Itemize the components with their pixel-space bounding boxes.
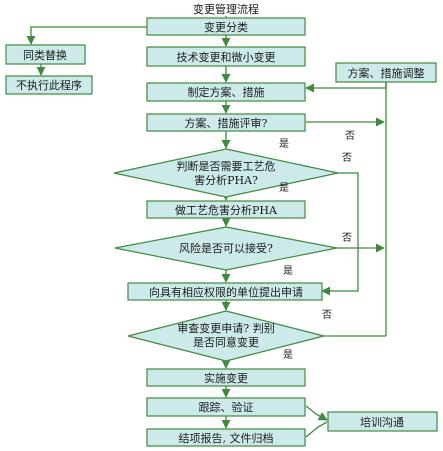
node-implement-label: 实施变更 (204, 371, 248, 385)
node-track-verify-label: 跟踪、验证 (199, 400, 254, 414)
node-change-category-label: 变更分类 (204, 20, 248, 34)
node-training-label: 培训沟通 (360, 415, 404, 429)
node-implement: 实施变更 (146, 368, 306, 387)
node-pha-needed-label-2: 害分析PHA? (194, 173, 258, 187)
node-do-pha-label: 做工艺危害分析PHA (175, 203, 278, 217)
node-plan-review: 方案、措施评审? (146, 113, 306, 132)
node-risk-accept-label: 风险是否可以接受? (179, 241, 273, 255)
edge-label-pha-yes: 是 (279, 182, 289, 194)
edge-label-review-no: 否 (345, 130, 355, 142)
node-plan-measures: 制定方案、措施 (146, 82, 306, 102)
edge-label-pha-no: 否 (342, 152, 352, 164)
node-plan-adjust-label: 方案、措施调整 (348, 66, 425, 80)
node-tech-change-label: 技术变更和微小变更 (177, 50, 276, 64)
connector-track-to-training (305, 405, 328, 421)
node-apply-authority-label: 向具有相应权限的单位提出申请 (149, 285, 303, 299)
node-skip-procedure: 不执行此程序 (5, 75, 93, 95)
node-skip-procedure-label: 不执行此程序 (16, 78, 82, 92)
node-same-kind-label: 同类替换 (23, 48, 67, 62)
node-plan-measures-label: 制定方案、措施 (188, 85, 265, 99)
node-change-category: 变更分类 (146, 17, 306, 36)
node-review-apply-label-2: 是否同意变更 (193, 335, 259, 349)
edge-label-apply-yes: 是 (283, 349, 293, 361)
node-tech-change: 技术变更和微小变更 (146, 46, 306, 67)
connector-category-to-same-kind (26, 26, 147, 45)
node-pha-needed-decision: 判断是否需要工艺危 害分析PHA? (113, 148, 339, 198)
node-plan-review-label: 方案、措施评审? (185, 116, 268, 130)
edge-label-review-yes: 是 (279, 138, 289, 150)
node-report-archive: 结项报告, 文件归档 (146, 428, 306, 447)
chart-title: 变更管理流程 (193, 2, 259, 16)
node-risk-accept-decision: 风险是否可以接受? (114, 226, 338, 271)
edge-label-apply-no: 否 (322, 309, 332, 321)
connector-report-to-training (305, 421, 328, 438)
node-report-archive-label: 结项报告, 文件归档 (179, 431, 274, 445)
node-review-apply-decision: 审查变更申请? 判别 是否同意变更 (127, 310, 325, 362)
node-do-pha: 做工艺危害分析PHA (146, 200, 306, 219)
node-track-verify: 跟踪、验证 (146, 397, 306, 417)
edge-label-risk-no: 否 (342, 232, 352, 244)
node-apply-authority: 向具有相应权限的单位提出申请 (127, 282, 323, 301)
edge-label-risk-yes: 是 (283, 265, 293, 277)
node-review-apply-label-1: 审查变更申请? 判别 (177, 321, 274, 335)
edge-labels: 否 是 否 是 否 是 否 是 (279, 130, 355, 361)
node-pha-needed-label-1: 判断是否需要工艺危 (177, 159, 276, 173)
node-training: 培训沟通 (327, 411, 438, 432)
node-same-kind-replacement: 同类替换 (5, 44, 86, 65)
node-plan-adjust: 方案、措施调整 (335, 62, 437, 83)
connector-pha-q-no (321, 172, 359, 296)
